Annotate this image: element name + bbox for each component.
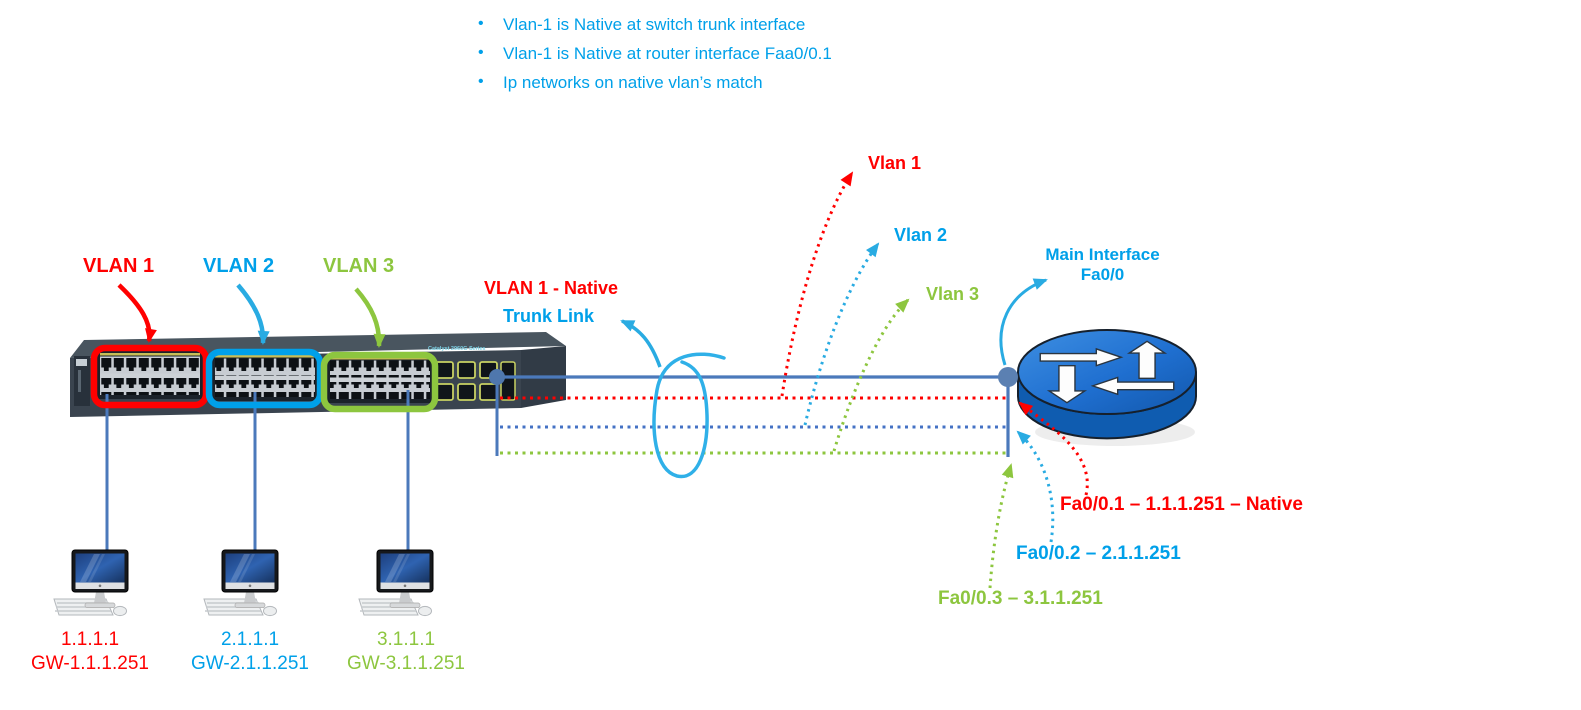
notes-list: • Vlan-1 is Native at switch trunk inter… [478, 15, 832, 102]
vlan2-flow-arrow [803, 242, 880, 426]
host-ip: 3.1.1.1 [376, 629, 436, 650]
note-item: • Vlan-1 is Native at router interface F… [478, 44, 832, 64]
host1-icon [53, 549, 129, 617]
host-gateway: GW-1.1.1.251 [31, 653, 149, 674]
host3-label: 3.1.1.1 GW-3.1.1.251 [321, 628, 491, 676]
host1-label: 1.1.1.1 GW-1.1.1.251 [5, 628, 175, 676]
vlan1-group-label: VLAN 1 [83, 255, 155, 277]
host-gateway: GW-3.1.1.251 [347, 653, 465, 674]
trunk-native-label: VLAN 1 - Native [484, 278, 619, 298]
host3-icon [358, 549, 434, 617]
router-arrow-east [1040, 349, 1121, 366]
vlan3-label-arrow [354, 287, 386, 348]
vlan3-group-label: VLAN 3 [323, 255, 395, 277]
bullet-icon: • [478, 15, 484, 32]
host-ip: 2.1.1.1 [220, 629, 280, 650]
subinterface3-label: Fa0/0.3 – 3.1.1.251 [938, 588, 1103, 609]
note-text: Vlan-1 is Native at switch trunk interfa… [503, 15, 806, 34]
vlan2-group-label: VLAN 2 [203, 255, 275, 277]
host-ip: 1.1.1.1 [60, 629, 120, 650]
subinterface2-arrow [1016, 430, 1055, 543]
vlan2-label-arrow [236, 283, 270, 345]
vlan1-label-arrow [117, 283, 157, 343]
trunk-bundle-circle-annotation [652, 352, 726, 479]
switch-model-label: Catalyst 2960G Series [428, 346, 485, 352]
vlan3-flow-label: Vlan 3 [926, 284, 980, 304]
main-interface-arrow [999, 278, 1048, 366]
note-text: Vlan-1 is Native at router interface Faa… [503, 44, 832, 63]
host-gateway: GW-2.1.1.251 [191, 653, 309, 674]
router-icon [1018, 330, 1196, 446]
vlan2-flow-label: Vlan 2 [894, 225, 948, 245]
vlan1-flow-arrow [780, 171, 854, 397]
trunk-link-label: Trunk Link [503, 306, 595, 326]
trunk-link-arrow [620, 319, 662, 368]
host2-icon [203, 549, 279, 617]
host2-label: 2.1.1.1 GW-2.1.1.251 [165, 628, 335, 676]
bullet-icon: • [478, 73, 484, 90]
vlan3-port-outline [320, 351, 439, 413]
subinterface3-arrow [988, 463, 1014, 589]
switch-port-group-vlan1 [97, 351, 203, 399]
switch-port-group-vlan2 [212, 353, 318, 401]
switch-trunk-port-dot [489, 369, 505, 385]
router-arrow-north [1129, 341, 1165, 378]
main-interface-label: Main Interface Fa0/0 [1030, 245, 1175, 284]
subinterface1-label: Fa0/0.1 – 1.1.1.251 – Native [1060, 494, 1303, 515]
subinterface2-label: Fa0/0.2 – 2.1.1.251 [1016, 543, 1181, 564]
vlan2-port-outline [205, 348, 324, 409]
main-interface-title: Main Interface [1045, 245, 1160, 264]
note-item: • Vlan-1 is Native at switch trunk inter… [478, 15, 832, 35]
switch-port-group-vlan3 [327, 355, 433, 403]
router-arrow-south [1049, 366, 1085, 403]
note-text: Ip networks on native vlan’s match [503, 73, 763, 92]
main-interface-name: Fa0/0 [1080, 264, 1125, 284]
router-arrow-west [1093, 377, 1174, 394]
router-main-interface-dot [998, 367, 1018, 387]
vlan1-flow-label: Vlan 1 [868, 153, 922, 173]
note-item: • Ip networks on native vlan’s match [478, 73, 832, 93]
bullet-icon: • [478, 44, 484, 61]
switch-uplink-ports [435, 361, 516, 401]
